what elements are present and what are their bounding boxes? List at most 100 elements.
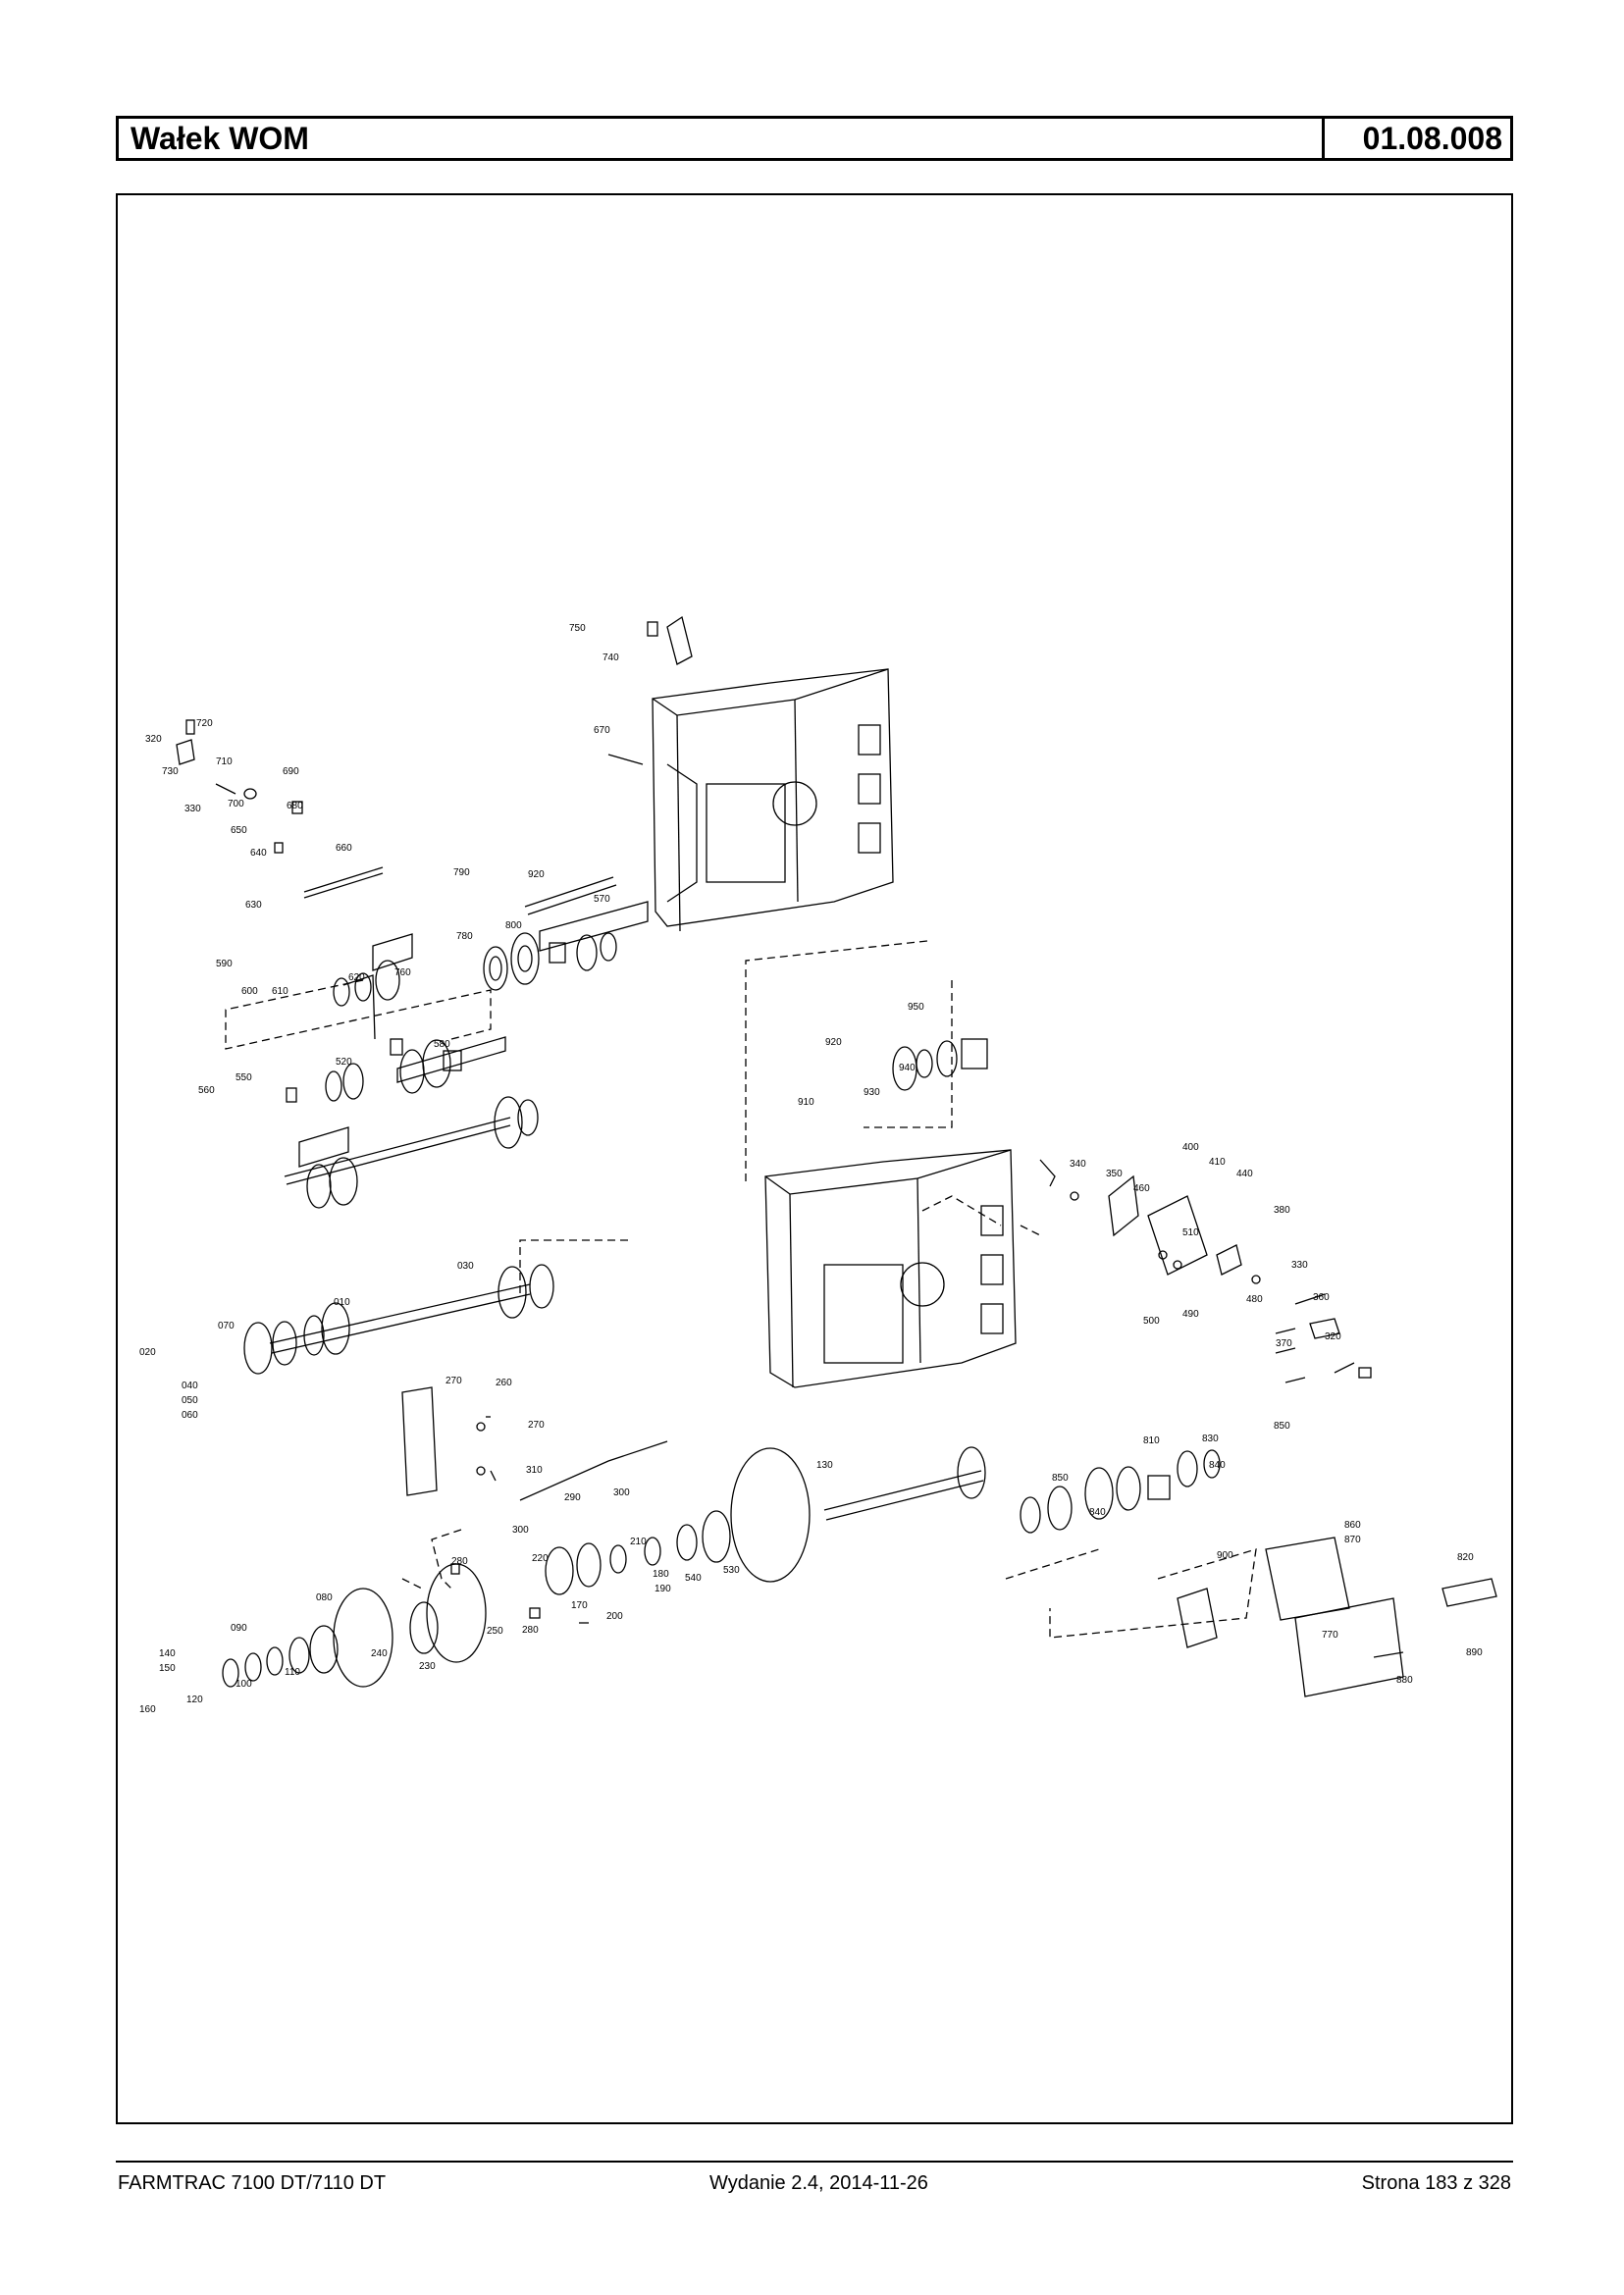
part-label: 160 bbox=[139, 1704, 156, 1715]
part-label: 870 bbox=[1344, 1535, 1361, 1545]
part-label: 620 bbox=[348, 972, 365, 983]
part-label: 230 bbox=[419, 1661, 436, 1672]
part-label: 300 bbox=[613, 1487, 630, 1498]
part-label: 530 bbox=[723, 1565, 740, 1576]
part-label: 770 bbox=[1322, 1630, 1338, 1641]
part-label: 840 bbox=[1209, 1460, 1226, 1471]
part-label: 540 bbox=[685, 1573, 702, 1584]
section-code: 01.08.008 bbox=[1322, 119, 1510, 158]
part-label: 280 bbox=[522, 1625, 539, 1636]
part-label: 090 bbox=[231, 1623, 247, 1634]
part-label: 760 bbox=[394, 967, 411, 978]
part-label: 880 bbox=[1396, 1675, 1413, 1686]
part-label: 220 bbox=[532, 1553, 549, 1564]
part-label: 320 bbox=[1325, 1331, 1341, 1342]
part-label: 210 bbox=[630, 1537, 647, 1547]
part-label: 380 bbox=[1274, 1205, 1290, 1216]
part-label: 650 bbox=[231, 825, 247, 836]
part-label: 440 bbox=[1236, 1169, 1253, 1179]
part-label: 250 bbox=[487, 1626, 503, 1637]
dashed-leaders bbox=[225, 940, 1257, 1639]
part-label: 050 bbox=[182, 1395, 198, 1406]
part-label: 120 bbox=[186, 1695, 203, 1705]
part-label: 560 bbox=[198, 1085, 215, 1096]
part-label: 840 bbox=[1089, 1507, 1106, 1518]
part-label: 070 bbox=[218, 1321, 235, 1331]
part-label: 730 bbox=[162, 766, 179, 777]
part-label: 800 bbox=[505, 920, 522, 931]
part-label: 940 bbox=[899, 1063, 916, 1073]
upper-shaft-parts bbox=[284, 876, 988, 1209]
part-label: 410 bbox=[1209, 1157, 1226, 1168]
part-label: 920 bbox=[825, 1037, 842, 1048]
part-label: 100 bbox=[236, 1679, 252, 1690]
part-label: 460 bbox=[1133, 1183, 1150, 1194]
part-label: 330 bbox=[1291, 1260, 1308, 1271]
part-label: 780 bbox=[456, 931, 473, 942]
part-label: 710 bbox=[216, 756, 233, 767]
part-label: 170 bbox=[571, 1600, 588, 1611]
exploded-parts-diagram: 750 740 670 720 320 710 690 730 700 680 … bbox=[139, 615, 1497, 1715]
part-labels: 750 740 670 720 320 710 690 730 700 680 … bbox=[139, 623, 1483, 1715]
part-label: 010 bbox=[334, 1297, 350, 1308]
part-label: 550 bbox=[236, 1072, 252, 1083]
page-header: Wałek WOM 01.08.008 bbox=[116, 116, 1513, 161]
part-label: 490 bbox=[1182, 1309, 1199, 1320]
part-label: 310 bbox=[526, 1465, 543, 1476]
part-label: 580 bbox=[434, 1039, 450, 1050]
part-label: 600 bbox=[241, 986, 258, 997]
part-label: 910 bbox=[798, 1097, 814, 1108]
part-label: 260 bbox=[496, 1378, 512, 1388]
part-label: 740 bbox=[602, 652, 619, 663]
part-label: 930 bbox=[864, 1087, 880, 1098]
part-label: 820 bbox=[1457, 1552, 1474, 1563]
part-label: 590 bbox=[216, 959, 233, 969]
part-label: 240 bbox=[371, 1648, 388, 1659]
part-label: 700 bbox=[228, 799, 244, 809]
part-label: 890 bbox=[1466, 1647, 1483, 1658]
part-label: 680 bbox=[287, 801, 303, 811]
part-label: 040 bbox=[182, 1381, 198, 1391]
part-label: 950 bbox=[908, 1002, 924, 1013]
diagram-frame: 750 740 670 720 320 710 690 730 700 680 … bbox=[116, 193, 1513, 2124]
part-label: 340 bbox=[1070, 1159, 1086, 1170]
part-label: 920 bbox=[528, 869, 545, 880]
misc-small-parts bbox=[176, 615, 1372, 1624]
part-label: 480 bbox=[1246, 1294, 1263, 1305]
part-label: 690 bbox=[283, 766, 299, 777]
part-label: 150 bbox=[159, 1663, 176, 1674]
part-label: 850 bbox=[1274, 1421, 1290, 1432]
part-label: 900 bbox=[1217, 1550, 1233, 1561]
part-label: 790 bbox=[453, 867, 470, 878]
part-label: 300 bbox=[512, 1525, 529, 1536]
part-label: 370 bbox=[1276, 1338, 1292, 1349]
page-footer: FARMTRAC 7100 DT/7110 DT Wydanie 2.4, 20… bbox=[116, 2161, 1513, 2202]
part-label: 670 bbox=[594, 725, 610, 736]
footer-model: FARMTRAC 7100 DT/7110 DT bbox=[118, 2172, 387, 2194]
part-label: 510 bbox=[1182, 1227, 1199, 1238]
part-label: 830 bbox=[1202, 1434, 1219, 1444]
part-label: 750 bbox=[569, 623, 586, 634]
part-label: 190 bbox=[655, 1584, 671, 1594]
part-label: 570 bbox=[594, 894, 610, 905]
part-label: 110 bbox=[285, 1667, 300, 1678]
part-label: 660 bbox=[336, 843, 352, 854]
part-label: 850 bbox=[1052, 1473, 1069, 1484]
part-label: 060 bbox=[182, 1410, 198, 1421]
lower-shaft-parts bbox=[222, 1264, 1497, 1697]
footer-edition: Wydanie 2.4, 2014-11-26 bbox=[709, 2172, 928, 2194]
part-label: 520 bbox=[336, 1057, 352, 1068]
part-label: 080 bbox=[316, 1592, 333, 1603]
part-label: 720 bbox=[196, 718, 213, 729]
part-label: 030 bbox=[457, 1261, 474, 1272]
part-label: 350 bbox=[1106, 1169, 1123, 1179]
part-label: 020 bbox=[139, 1347, 156, 1358]
page-title: Wałek WOM bbox=[131, 121, 309, 156]
part-label: 610 bbox=[272, 986, 288, 997]
part-label: 320 bbox=[145, 734, 162, 745]
part-label: 130 bbox=[816, 1460, 833, 1471]
lower-housing-drawing bbox=[764, 1149, 1017, 1388]
part-label: 860 bbox=[1344, 1520, 1361, 1531]
part-label: 640 bbox=[250, 848, 267, 859]
part-label: 200 bbox=[606, 1611, 623, 1622]
